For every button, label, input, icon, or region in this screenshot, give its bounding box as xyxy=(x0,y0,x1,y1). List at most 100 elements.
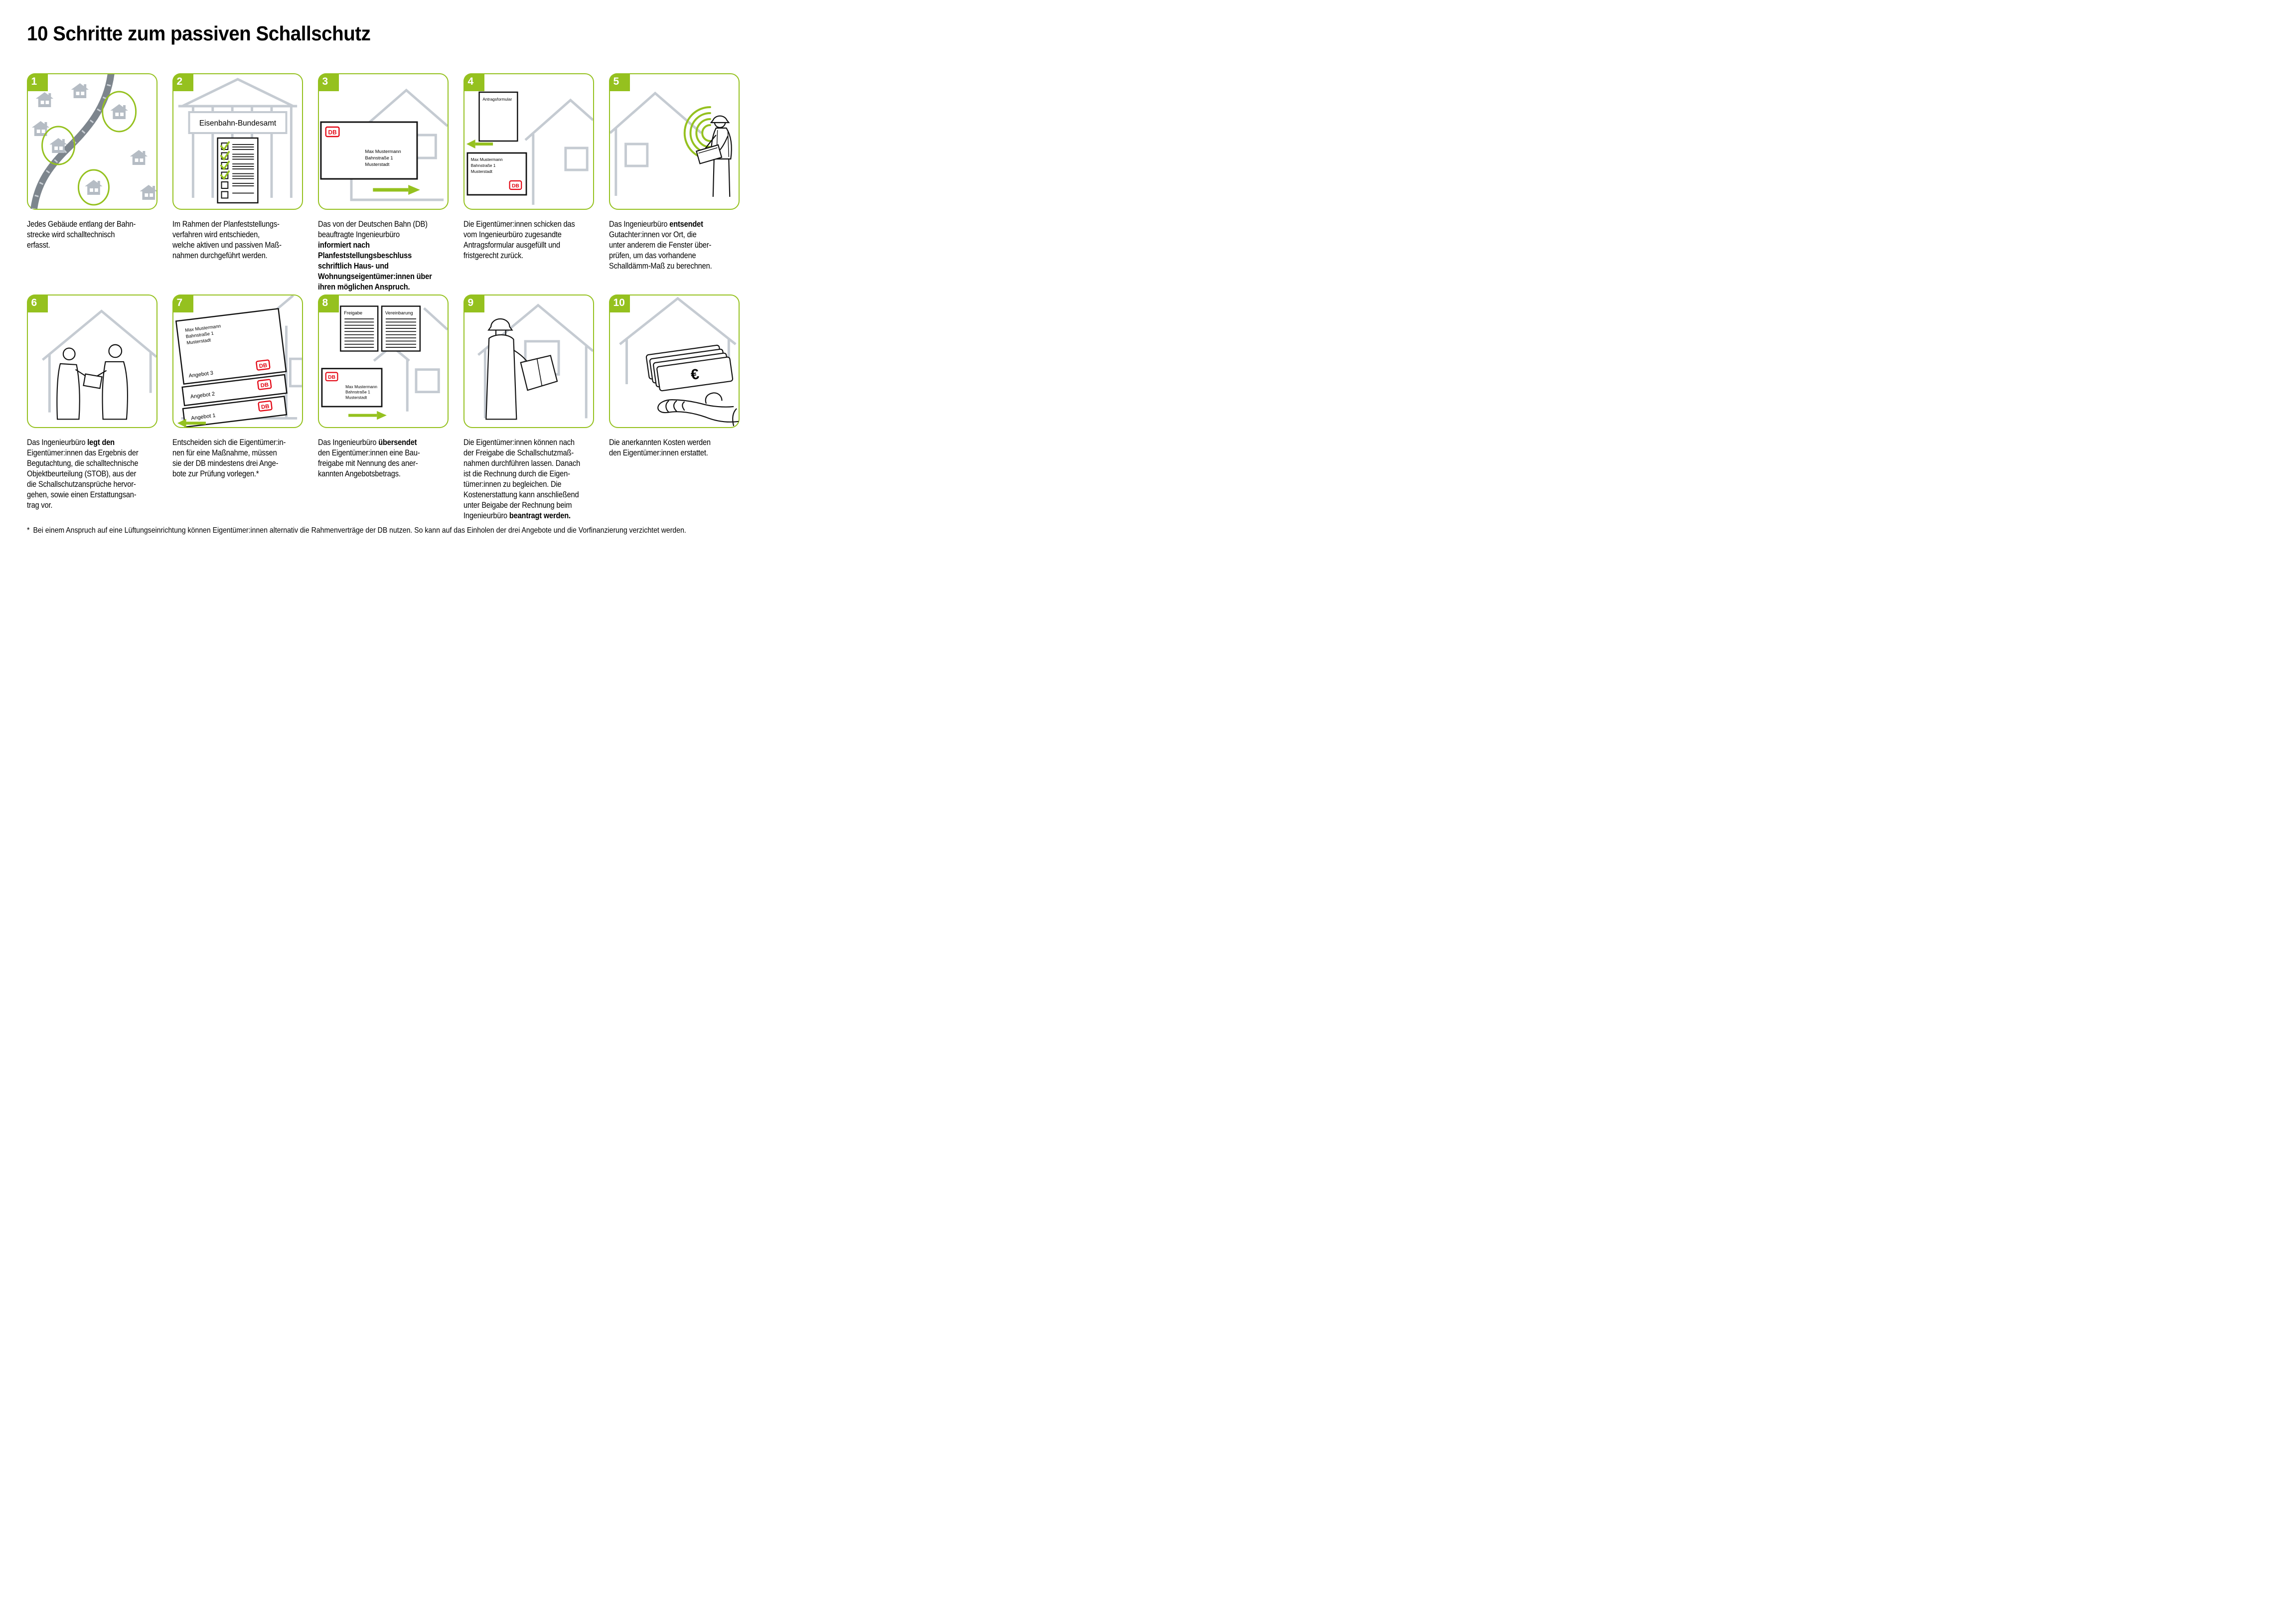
consultation-illustration xyxy=(41,309,156,420)
step-caption-5: Das Ingenieurbüro entsendet Gutachter:in… xyxy=(609,219,712,271)
step-panel-9: 9 xyxy=(463,294,594,428)
svg-text:Antragsformular: Antragsformular xyxy=(482,97,512,102)
step-number-badge: 9 xyxy=(463,294,484,312)
approval-illustration: Freigabe Vereinbarung xyxy=(321,305,448,420)
svg-text:Angebot 1: Angebot 1 xyxy=(191,413,216,422)
db-logo: DB xyxy=(325,126,340,138)
railway-track-icon xyxy=(30,74,115,209)
step-caption-2: Im Rahmen der Planfeststellungs- verfahr… xyxy=(172,219,282,260)
svg-text:DB: DB xyxy=(259,362,268,369)
envelope-icon: Max Mustermann Bahnstraße 1 Musterstadt … xyxy=(466,152,527,196)
svg-text:DB: DB xyxy=(260,382,269,389)
svg-text:Musterstadt: Musterstadt xyxy=(345,395,367,400)
svg-text:Max Mustermann: Max Mustermann xyxy=(471,157,503,162)
step-panel-6: 6 xyxy=(26,294,157,428)
surveyor-illustration xyxy=(610,91,732,197)
svg-text:Eisenbahn-Bundesamt: Eisenbahn-Bundesamt xyxy=(199,119,277,128)
svg-text:DB: DB xyxy=(328,129,337,136)
svg-text:Musterstadt: Musterstadt xyxy=(471,169,493,174)
step-caption-10: Die anerkannten Kosten werden den Eigent… xyxy=(609,438,711,457)
construction-worker-icon xyxy=(485,318,558,420)
construction-illustration xyxy=(477,303,593,420)
step-number-badge: 8 xyxy=(317,294,339,312)
svg-text:Bahnstraße 1: Bahnstraße 1 xyxy=(471,163,496,168)
step-caption-1: Jedes Gebäude entlang der Bahn- strecke … xyxy=(27,219,136,250)
svg-text:Max Mustermann: Max Mustermann xyxy=(365,148,401,154)
arrow-right-icon xyxy=(348,411,387,420)
db-logo: DB xyxy=(257,379,272,390)
house-outline-icon xyxy=(41,309,156,413)
house-outline-icon xyxy=(524,98,593,205)
step-panel-2: 2 Eisenbahn-Bundesamt xyxy=(172,73,303,210)
step-number-badge: 5 xyxy=(609,73,630,91)
step-panel-4: 4 Antragsformular Ma xyxy=(463,73,594,210)
page-title: 10 Schritte zum passiven Schallschutz xyxy=(27,22,371,45)
house-icons xyxy=(31,83,156,200)
footnote: *Bei einem Anspruch auf eine Lüftungsein… xyxy=(27,526,765,535)
step-number-badge: 7 xyxy=(172,294,193,312)
authority-sign: Eisenbahn-Bundesamt xyxy=(188,111,288,134)
arrow-left-icon xyxy=(177,419,206,427)
step-caption-9: Die Eigentümer:innen können nach der Fre… xyxy=(463,438,581,520)
address-text: Max Mustermann Bahnstraße 1 Musterstadt xyxy=(471,157,503,174)
infographic-page: 10 Schritte zum passiven Schallschutz 1 xyxy=(0,0,765,538)
step-panel-10: 10 € xyxy=(609,294,740,428)
step-caption-3: Das von der Deutschen Bahn (DB) beauftra… xyxy=(318,219,432,292)
arrow-left-icon xyxy=(466,140,493,148)
svg-text:Angebot 3: Angebot 3 xyxy=(188,370,213,379)
form-icon: Antragsformular xyxy=(478,91,518,142)
step-number-badge: 4 xyxy=(463,73,484,91)
offer-envelopes-icon: Max Mustermann Bahnstraße 1 Musterstadt … xyxy=(175,308,288,427)
svg-text:DB: DB xyxy=(328,375,335,380)
map-illustration xyxy=(30,74,156,209)
svg-text:Vereinbarung: Vereinbarung xyxy=(385,310,413,315)
engineer-icon xyxy=(696,115,732,197)
step-panel-8: 8 Freigabe xyxy=(317,294,449,428)
step-panel-1: 1 xyxy=(26,73,157,210)
step-number-badge: 1 xyxy=(26,73,48,91)
step-panel-3: 3 DB Max Mustermann Bahnstraße 1 xyxy=(317,73,449,210)
step-caption-8: Das Ingenieurbüro übersendet den Eigentü… xyxy=(318,438,420,478)
step-number-badge: 10 xyxy=(609,294,630,312)
envelope-icon: DB Max Mustermann Bahnstraße 1 Mustersta… xyxy=(321,368,383,408)
step-caption-7: Entscheiden sich die Eigentümer:in- nen … xyxy=(172,438,286,478)
step-number-badge: 3 xyxy=(317,73,339,91)
svg-text:Freigabe: Freigabe xyxy=(344,310,362,315)
step-panel-7: 7 Max Mustermann Bahnstraße 1 Musterstad… xyxy=(172,294,303,428)
svg-text:DB: DB xyxy=(512,183,519,189)
db-logo: DB xyxy=(258,400,273,412)
svg-text:Bahnstraße 1: Bahnstraße 1 xyxy=(365,155,393,160)
step-caption-4: Die Eigentümer:innen schicken das vom In… xyxy=(463,219,575,260)
step-number-badge: 2 xyxy=(172,73,193,91)
steps-grid: 1 xyxy=(26,73,740,521)
db-logo: DB xyxy=(256,359,271,371)
footnote-asterisk: * xyxy=(27,526,30,535)
hand-icon xyxy=(657,392,739,427)
svg-text:Bahnstraße 1: Bahnstraße 1 xyxy=(345,390,370,395)
letter-to-owner-illustration: DB Max Mustermann Bahnstraße 1 Mustersta… xyxy=(320,88,448,201)
offers-illustration: Max Mustermann Bahnstraße 1 Musterstadt … xyxy=(175,295,302,427)
address-text: Max Mustermann Bahnstraße 1 Musterstadt xyxy=(345,385,377,400)
db-logo: DB xyxy=(325,372,338,382)
application-form-illustration: Antragsformular Max Mustermann Bahnstraß… xyxy=(466,91,593,205)
authority-illustration: Eisenbahn-Bundesamt xyxy=(178,78,298,204)
money-notes-icon: € xyxy=(645,344,734,392)
reimbursement-illustration: € xyxy=(619,296,739,427)
arrow-right-icon xyxy=(373,185,420,195)
step-panel-5: 5 xyxy=(609,73,740,210)
svg-text:DB: DB xyxy=(261,404,270,411)
footnote-text: Bei einem Anspruch auf eine Lüftungseinr… xyxy=(33,526,686,535)
highlight-circle-icons xyxy=(41,91,137,206)
euro-icon: € xyxy=(690,366,700,383)
svg-text:Max Mustermann: Max Mustermann xyxy=(345,385,377,389)
house-outline-icon xyxy=(610,91,702,196)
meeting-people-icon xyxy=(56,344,128,420)
svg-text:Musterstadt: Musterstadt xyxy=(365,161,390,167)
approval-documents-icon: Freigabe Vereinbarung xyxy=(340,305,421,352)
db-logo: DB xyxy=(509,180,522,190)
address-text: Max Mustermann Bahnstraße 1 Musterstadt xyxy=(365,148,401,167)
step-caption-6: Das Ingenieurbüro legt den Eigentümer:in… xyxy=(27,438,139,510)
step-number-badge: 6 xyxy=(26,294,48,312)
checklist-icon xyxy=(217,137,259,204)
envelope-icon: DB Max Mustermann Bahnstraße 1 Mustersta… xyxy=(320,121,418,180)
